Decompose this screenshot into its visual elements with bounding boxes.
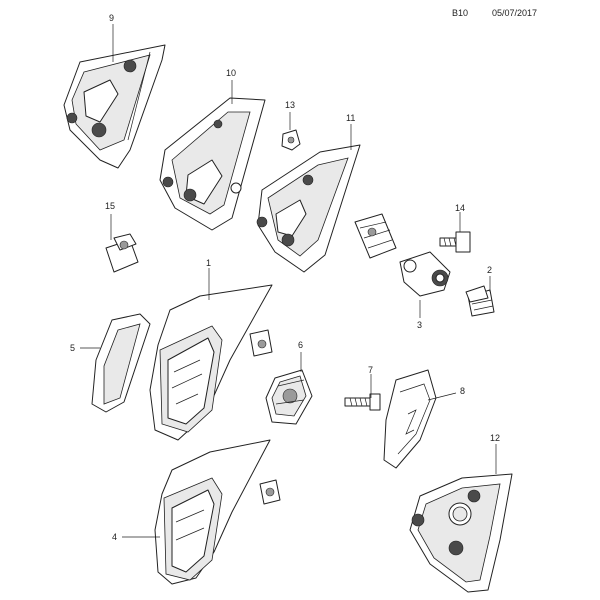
part-motor-assembly[interactable] <box>354 213 397 259</box>
part-10-inner-trim-panel[interactable] <box>159 97 266 231</box>
callout-11: 11 <box>346 113 355 123</box>
part-4-mirror-housing[interactable] <box>154 439 281 585</box>
part-11-sail-trim[interactable] <box>256 144 361 273</box>
callout-2: 2 <box>487 265 492 275</box>
part-8-mirror-glass[interactable] <box>383 369 437 469</box>
page-date: 05/07/2017 <box>492 8 537 18</box>
callout-14: 14 <box>455 203 465 213</box>
callout-4: 4 <box>112 532 117 542</box>
part-1-complete-mirror[interactable] <box>149 284 273 441</box>
part-13-clip[interactable] <box>281 129 301 151</box>
callout-7: 7 <box>368 365 373 375</box>
callout-1: 1 <box>206 258 211 268</box>
callout-10: 10 <box>226 68 236 78</box>
callout-9: 9 <box>109 13 114 23</box>
part-6-actuator[interactable] <box>265 369 313 425</box>
callout-5: 5 <box>70 343 75 353</box>
part-15-nut[interactable] <box>105 233 139 273</box>
part-3-bracket[interactable] <box>399 251 451 297</box>
part-12-mirror-base[interactable] <box>409 473 513 593</box>
callout-3: 3 <box>417 320 422 330</box>
part-5-cover-cap[interactable] <box>91 313 151 413</box>
part-7-bolt[interactable] <box>344 393 381 411</box>
callout-12: 12 <box>490 433 500 443</box>
callout-6: 6 <box>298 340 303 350</box>
page-code: B10 <box>452 8 468 18</box>
part-14-screw[interactable] <box>439 231 471 253</box>
callout-15: 15 <box>105 201 115 211</box>
callout-8: 8 <box>460 386 465 396</box>
part-9-mirror-base-cover[interactable] <box>63 44 166 169</box>
part-2-grommet[interactable] <box>465 285 495 317</box>
callout-13: 13 <box>285 100 295 110</box>
